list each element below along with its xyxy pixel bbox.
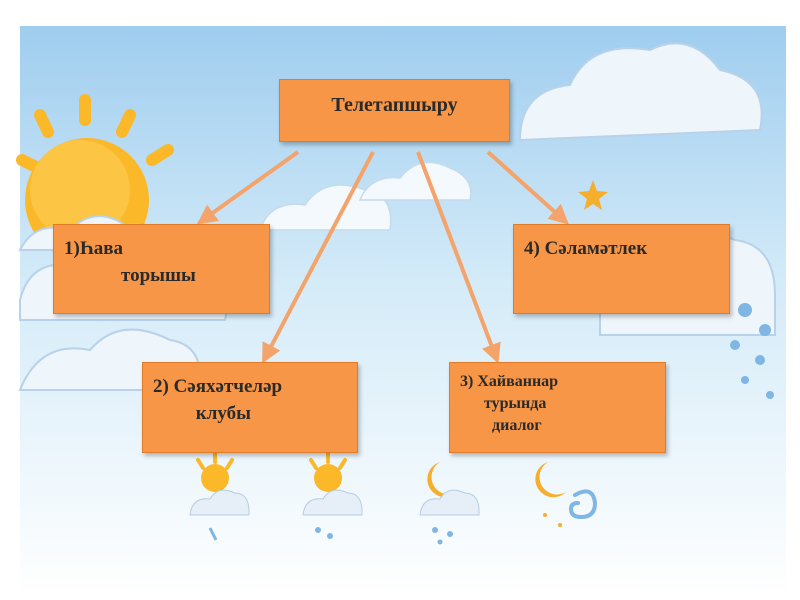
node-2-line-1: 2) Сәяхәтчеләр <box>153 373 357 400</box>
node-3-line-3: диалог <box>460 415 665 437</box>
node-4-line-1: 4) Сәламәтлек <box>524 235 729 262</box>
node-4-health: 4) Сәламәтлек <box>513 224 730 314</box>
node-1-line-1: 1)Һава <box>64 235 269 262</box>
node-1-weather: 1)Һава торышы <box>53 224 270 314</box>
node-2-line-2: клубы <box>153 400 357 427</box>
root-node-teletapshyru: Телетапшыру <box>279 79 510 142</box>
node-3-animals-dialog: 3) Хайваннар турында диалог <box>449 362 666 453</box>
node-3-line-1: 3) Хайваннар <box>460 371 665 393</box>
root-node-label: Телетапшыру <box>331 94 457 116</box>
node-3-line-2: турында <box>460 393 665 415</box>
node-1-line-2: торышы <box>64 262 269 289</box>
node-2-travelers-club: 2) Сәяхәтчеләр клубы <box>142 362 358 453</box>
